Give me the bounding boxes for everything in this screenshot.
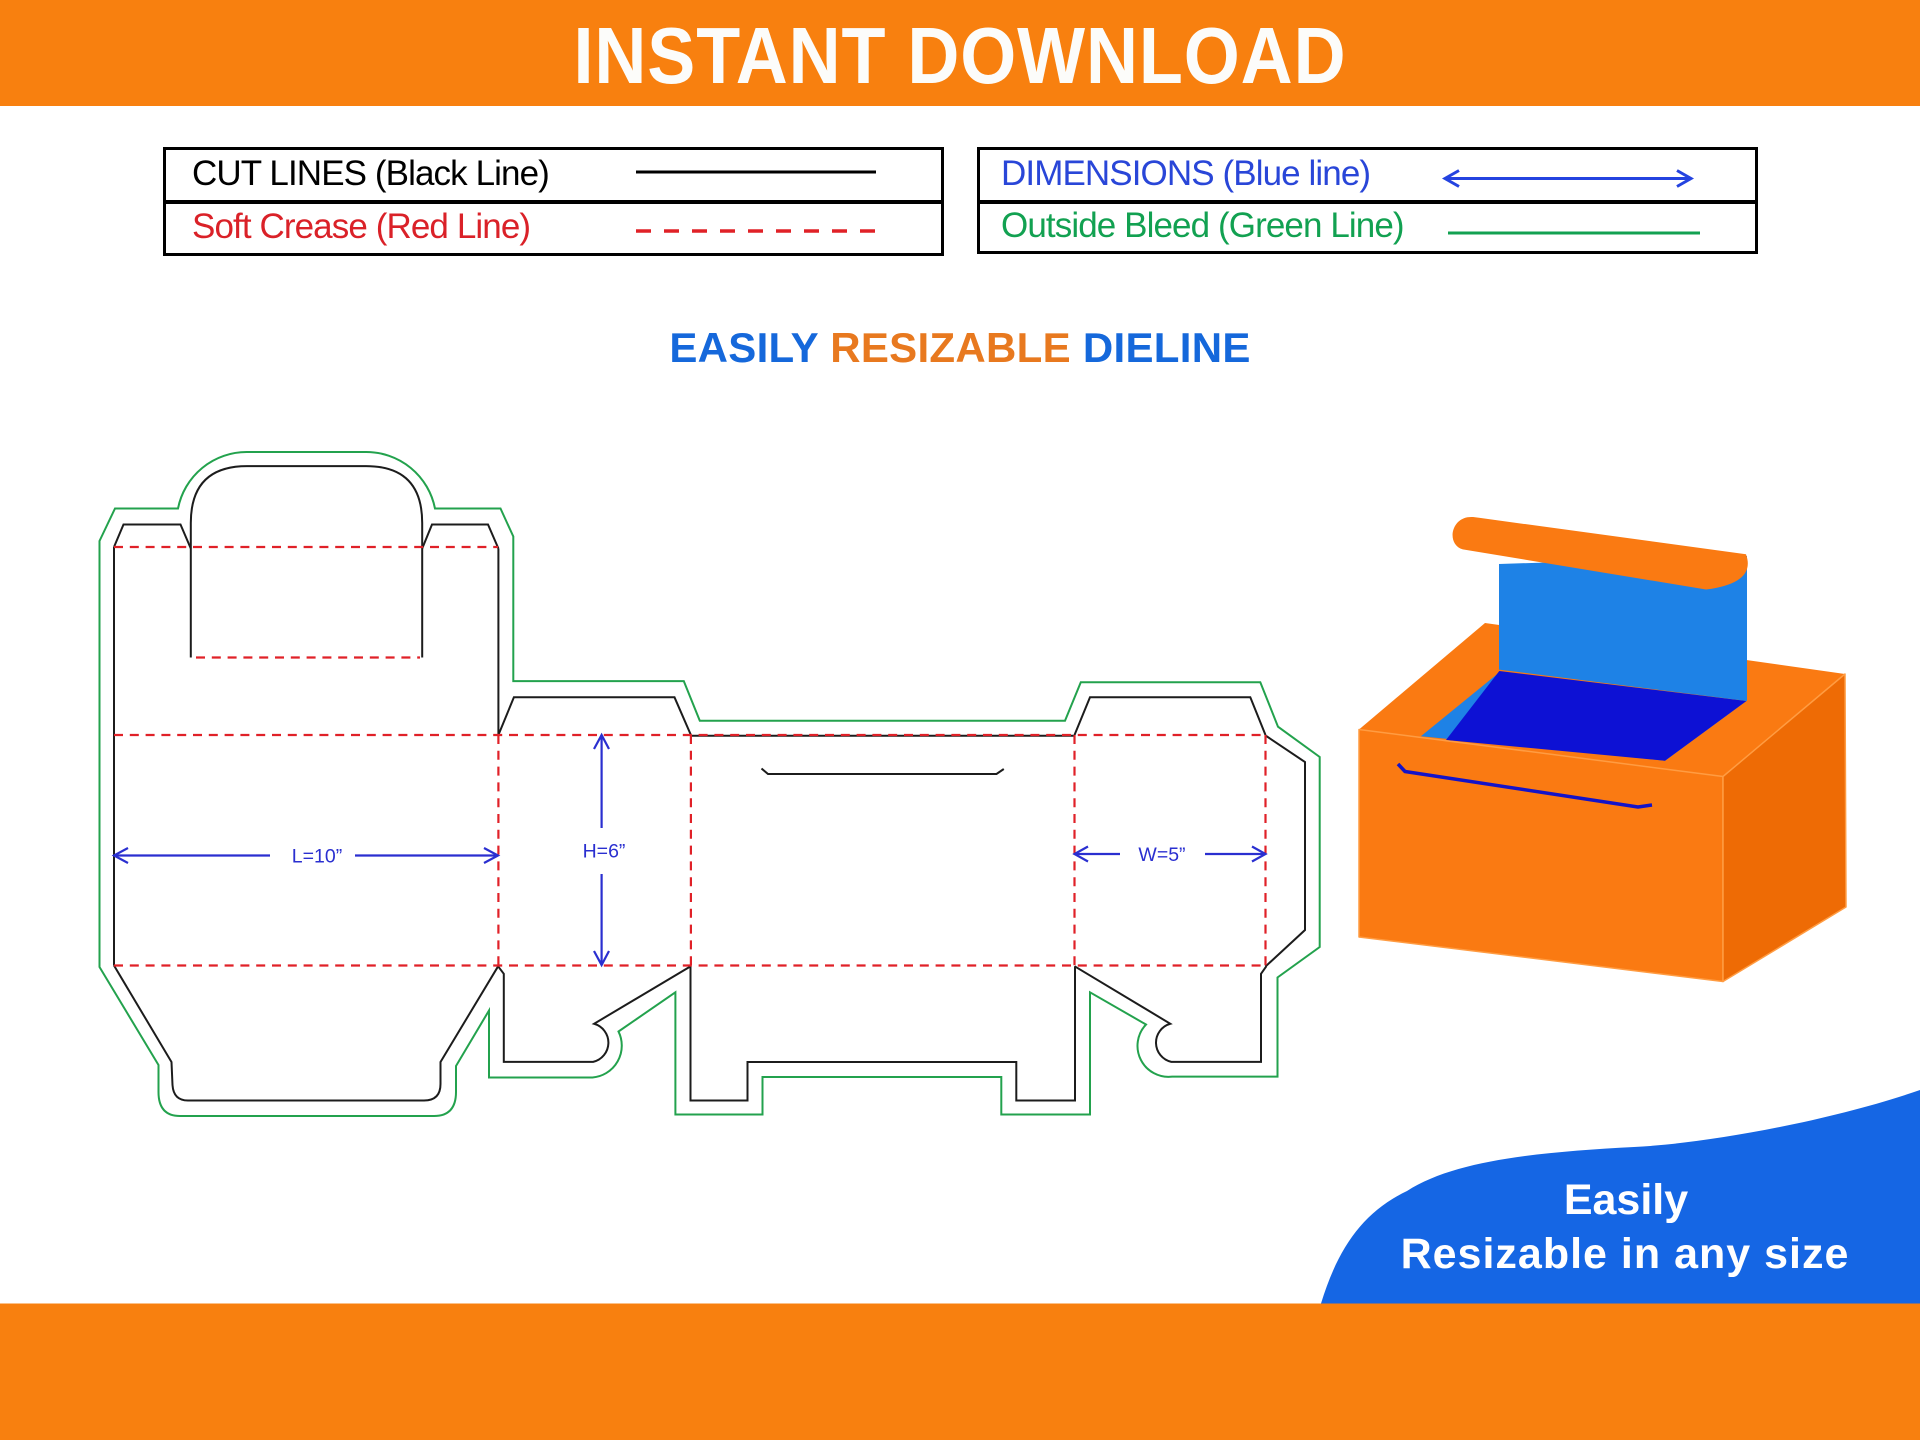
svg-text:H=6”: H=6” bbox=[583, 841, 626, 863]
svg-text:L=10”: L=10” bbox=[292, 846, 342, 868]
svg-text:Easily: Easily bbox=[1564, 1176, 1688, 1224]
svg-text:W=5”: W=5” bbox=[1138, 844, 1185, 866]
svg-text:Resizable in any size: Resizable in any size bbox=[1401, 1230, 1850, 1278]
